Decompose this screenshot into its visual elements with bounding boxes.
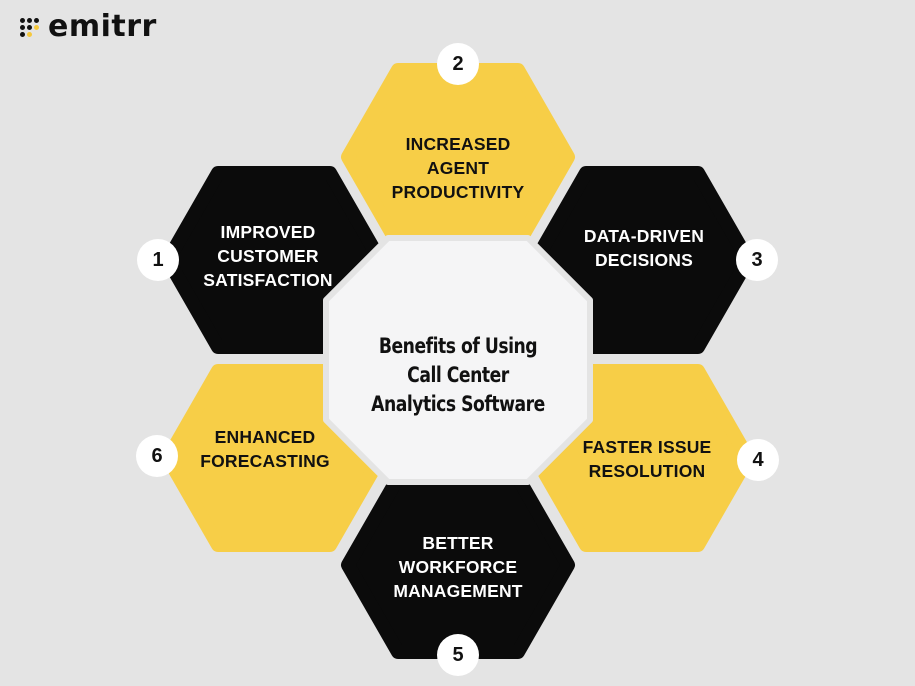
benefit-label-3: DATA-DRIVEN DECISIONS [583, 226, 705, 270]
benefit-label-1: IMPROVED CUSTOMER SATISFACTION [203, 222, 333, 290]
emitrr-logo: emitrr [20, 12, 157, 42]
number-badge-4: 4 [737, 439, 779, 481]
benefit-label-2: INCREASED AGENT PRODUCTIVITY [391, 134, 525, 202]
center-octagon [323, 235, 593, 485]
logo-wordmark: emitrr [48, 9, 157, 44]
benefit-label-4: FASTER ISSUE RESOLUTION [582, 437, 712, 481]
number-badge-5: 5 [437, 634, 479, 676]
benefit-label-6: ENHANCED FORECASTING [200, 427, 330, 471]
number-badge-1: 1 [137, 239, 179, 281]
number-badge-2: 2 [437, 43, 479, 85]
number-badge-3: 3 [736, 239, 778, 281]
emitrr-dots-logo-icon [20, 16, 42, 38]
number-badge-6: 6 [136, 435, 178, 477]
diagram-title: Benefits of Using Call Center Analytics … [371, 334, 545, 416]
benefit-label-5: BETTER WORKFORCE MANAGEMENT [393, 533, 523, 601]
